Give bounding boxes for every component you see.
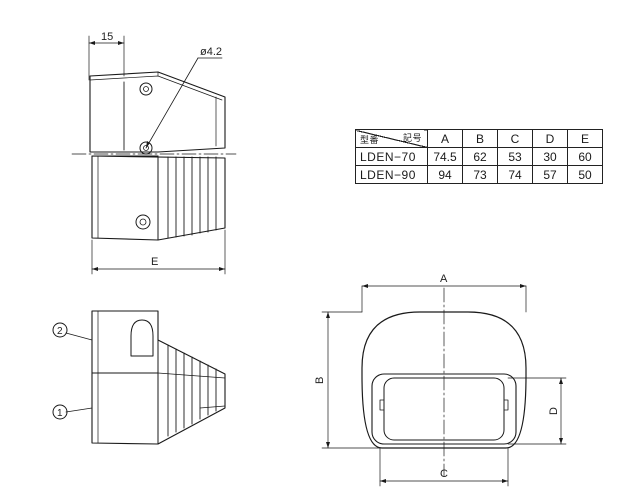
- value-cell: 94: [427, 165, 463, 184]
- top-view: [71, 35, 237, 155]
- dim-15-label: 15: [101, 31, 113, 43]
- value-cell: 74.5: [427, 147, 463, 166]
- value-cell: 57: [532, 165, 568, 184]
- column-header-e: E: [567, 129, 603, 148]
- dim-d-label: D: [548, 407, 560, 415]
- table-header-row: 記号 型番 A B C D E: [355, 129, 603, 148]
- value-cell: 53: [497, 147, 533, 166]
- column-header-b: B: [462, 129, 498, 148]
- dim-c-label: C: [440, 468, 448, 480]
- front-view: [321, 284, 567, 487]
- header-model: 型番: [360, 135, 380, 145]
- value-cell: 60: [567, 147, 603, 166]
- table-row: LDEN−70 74.5 62 53 30 60: [355, 147, 603, 166]
- table-corner-cell: 記号 型番: [355, 129, 428, 148]
- table-row: LDEN−90 94 73 74 57 50: [355, 165, 603, 184]
- model-cell: LDEN−90: [355, 165, 428, 184]
- column-header-d: D: [532, 129, 568, 148]
- value-cell: 30: [532, 147, 568, 166]
- callout-2-label: 2: [57, 326, 63, 337]
- dim-hole-label: ø4.2: [200, 46, 222, 58]
- column-header-c: C: [497, 129, 533, 148]
- assembly-view: [52, 310, 226, 445]
- value-cell: 73: [462, 165, 498, 184]
- header-symbol: 記号: [402, 133, 422, 143]
- value-cell: 50: [567, 165, 603, 184]
- callout-1-label: 1: [57, 408, 63, 419]
- dimension-table: 記号 型番 A B C D E LDEN−70 74.5 62 53 30 60…: [355, 129, 603, 184]
- dim-a-label: A: [440, 273, 448, 285]
- value-cell: 62: [462, 147, 498, 166]
- model-cell: LDEN−70: [355, 147, 428, 166]
- side-view: [91, 155, 226, 275]
- value-cell: 74: [497, 165, 533, 184]
- column-header-a: A: [427, 129, 463, 148]
- dim-e-label: E: [151, 256, 158, 268]
- dim-b-label: B: [314, 377, 326, 384]
